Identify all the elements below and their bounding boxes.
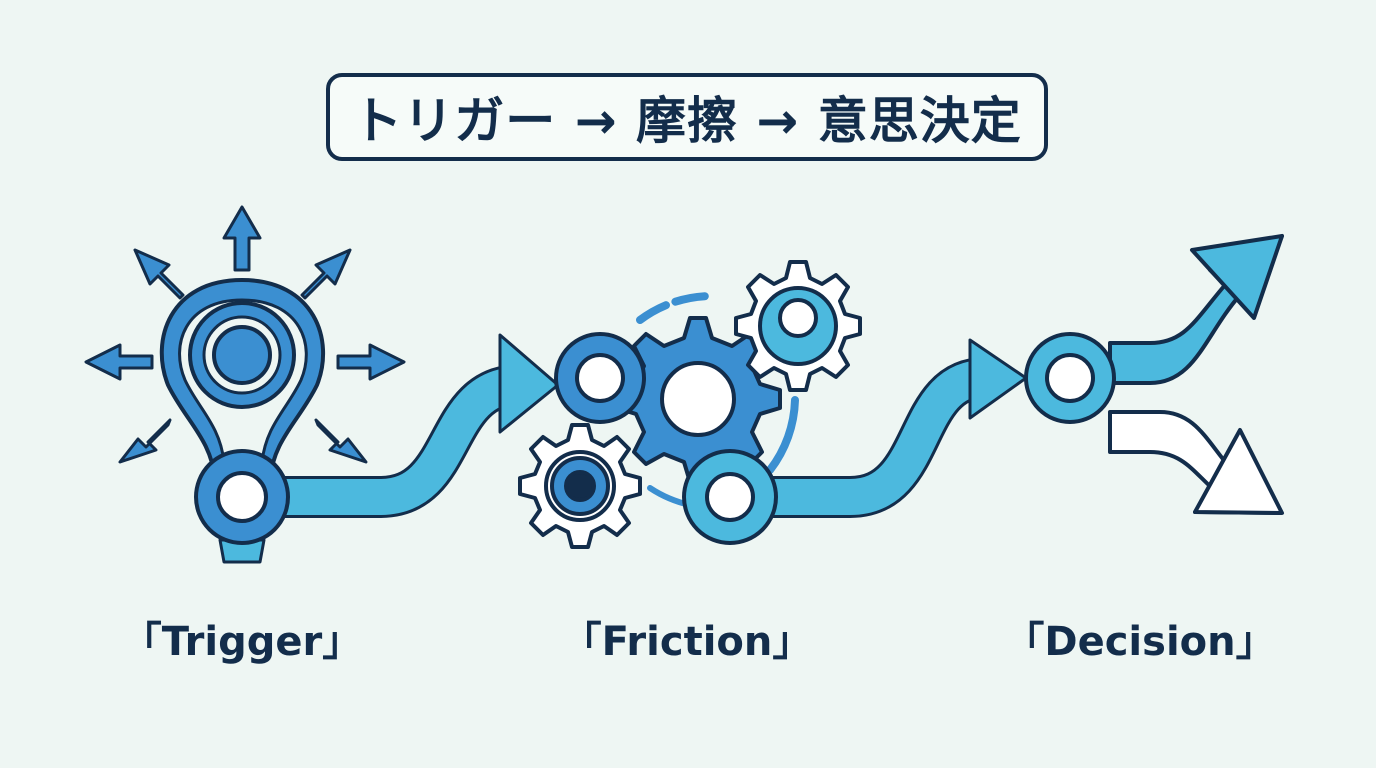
branching-arrows-icon — [1024, 234, 1284, 515]
stage-label-text: 「Trigger」 — [121, 619, 363, 665]
ray-arrows — [84, 205, 406, 464]
stage-label-text: 「Friction」 — [561, 619, 813, 665]
flow-arrow-friction-to-decision — [770, 338, 1028, 518]
stage-label-text: 「Decision」 — [1004, 619, 1276, 665]
stage-label-trigger: 「Trigger」 — [122, 608, 362, 668]
large-gear — [614, 316, 782, 484]
small-gear-bottom — [518, 423, 642, 549]
stage-label-friction: 「Friction」 — [562, 608, 813, 668]
lightbulb-icon — [84, 205, 406, 564]
stage-label-decision: 「Decision」 — [1004, 608, 1275, 668]
flow-arrow-trigger-to-friction — [285, 333, 560, 518]
small-gear-top — [734, 260, 862, 392]
title-box: トリガー → 摩擦 → 意思決定 — [326, 73, 1048, 161]
gears-icon — [518, 260, 862, 549]
diagram-title: トリガー → 摩擦 → 意思決定 — [352, 92, 1022, 150]
